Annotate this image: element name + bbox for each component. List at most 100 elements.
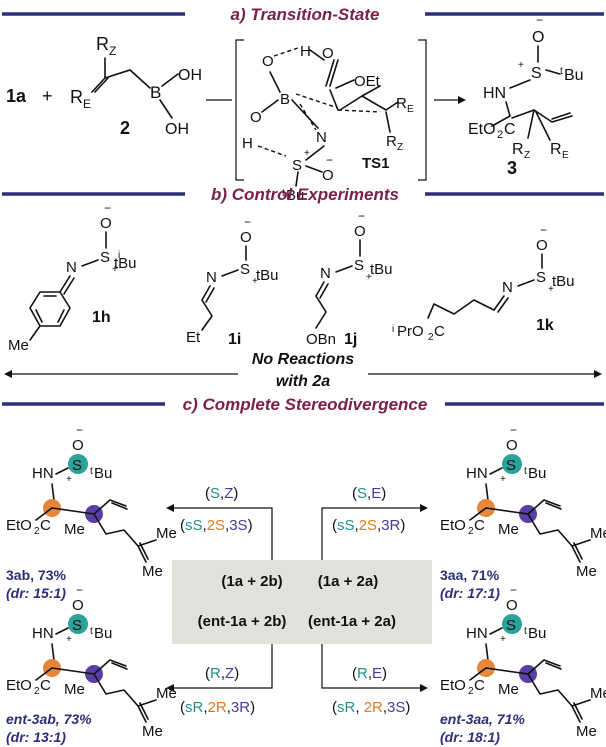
svg-text:Et: Et [186, 329, 201, 346]
svg-text:O: O [536, 237, 548, 254]
svg-text:C: C [434, 323, 445, 340]
svg-text:B: B [280, 91, 290, 108]
with-2a-text: with 2a [276, 373, 330, 390]
rz-group: R [96, 34, 109, 54]
svg-text:+: + [518, 60, 524, 71]
reactant-2-label: 2 [120, 118, 130, 138]
svg-text:Z: Z [397, 142, 403, 153]
svg-text:(S,Z): (S,Z) [205, 485, 238, 502]
condition-top-left: (S,Z) (sS,2S,3S) [180, 485, 253, 534]
plus-sign: + [42, 86, 53, 106]
arrow-top-left [174, 507, 273, 560]
header-b-title: b) Control Experiments [211, 185, 399, 204]
oh-bottom: OH [165, 121, 189, 138]
svg-text:O: O [100, 215, 112, 232]
svg-text:N: N [502, 279, 513, 296]
svg-text:R: R [550, 141, 562, 158]
svg-text:−: − [104, 201, 111, 215]
product-3-label: 3 [507, 158, 517, 178]
compound-1i-label: 1i [228, 331, 241, 348]
svg-text:H: H [242, 135, 253, 152]
svg-text:+: + [112, 264, 118, 275]
svg-text:N: N [206, 269, 217, 286]
box-top-left: (1a + 2b) [221, 573, 282, 590]
svg-text:+: + [252, 276, 258, 287]
svg-text:(sS,2S,3R): (sS,2S,3R) [332, 517, 405, 534]
product-3aa-dr: (dr: 17:1) [440, 585, 500, 601]
svg-text:−: − [358, 209, 365, 223]
product-3ab-name: 3ab, 73% [6, 567, 66, 583]
svg-text:−: − [326, 153, 333, 167]
svg-text:E: E [407, 104, 414, 115]
box-top-right: (1a + 2a) [318, 573, 378, 590]
box-bottom-right: (ent-1a + 2a) [308, 613, 396, 630]
svg-text:i: i [118, 250, 120, 261]
ts-bracket-left [235, 39, 244, 181]
product-3aa [439, 422, 606, 581]
product-ent-3aa-name: ent-3aa, 71% [440, 711, 525, 727]
ts1-label: TS1 [362, 155, 390, 172]
svg-text:H: H [300, 43, 311, 60]
svg-text:tBu: tBu [552, 273, 575, 290]
substrate-combination-box [172, 560, 432, 644]
svg-text:Bu: Bu [286, 187, 304, 204]
svg-text:+: + [366, 272, 372, 283]
compound-1k: − O S + tBu N i PrO 2 C 1k [392, 223, 575, 343]
no-reactions-text: No Reactions [252, 351, 354, 368]
svg-text:R: R [386, 133, 397, 150]
svg-text:−: − [540, 223, 547, 237]
compound-1j: − O S + tBu N OBn 1j [306, 209, 393, 348]
svg-text:O: O [250, 109, 262, 126]
svg-text:OEt: OEt [354, 73, 381, 90]
reactant-1a-label: 1a [6, 86, 27, 106]
svg-text:−: − [536, 13, 543, 27]
svg-text:O: O [240, 229, 252, 246]
svg-text:tBu: tBu [370, 261, 393, 278]
svg-text:(R,E): (R,E) [352, 665, 387, 682]
product-ent-3aa-dr: (dr: 18:1) [440, 729, 500, 745]
svg-text:OBn: OBn [306, 331, 336, 348]
condition-bottom-left: (R,Z) (sR,2R,3R) [180, 665, 255, 716]
svg-text:(S,E): (S,E) [352, 485, 386, 502]
compound-1h: − O S + i tBu N Me 1h [8, 201, 137, 354]
header-a-title: a) Transition-State [231, 5, 380, 24]
arrow-top-right [321, 507, 420, 560]
box-bottom-left: (ent-1a + 2b) [198, 613, 287, 630]
svg-text:2: 2 [428, 332, 434, 343]
compound-1i: − O S + tBu N Et 1i [186, 215, 279, 348]
compound-1j-label: 1j [344, 331, 357, 348]
svg-text:N: N [66, 259, 77, 276]
svg-text:t: t [282, 188, 285, 199]
svg-text:t: t [560, 66, 563, 77]
svg-text:(sR, 2R,3S): (sR, 2R,3S) [332, 699, 410, 716]
svg-text:EtO: EtO [468, 121, 496, 138]
arrow-bottom-left [174, 644, 273, 689]
product-3aa-name: 3aa, 71% [440, 567, 500, 583]
svg-text:O: O [322, 167, 334, 184]
svg-text:O: O [322, 45, 334, 62]
svg-text:tBu: tBu [114, 255, 137, 272]
allylboronic-acid-2: R Z R E B OH OH 2 [70, 34, 202, 138]
svg-text:E: E [562, 150, 569, 161]
svg-text:PrO: PrO [397, 323, 424, 340]
svg-text:HN: HN [483, 85, 506, 102]
svg-text:O: O [262, 53, 274, 70]
oh-top: OH [178, 67, 202, 84]
svg-text:tBu: tBu [256, 267, 279, 284]
svg-text:S: S [292, 157, 302, 174]
svg-text:O: O [532, 29, 544, 46]
svg-text:S: S [354, 257, 364, 274]
svg-text:(sS,2S,3S): (sS,2S,3S) [180, 517, 253, 534]
svg-text:S: S [536, 269, 546, 286]
re-subscript: E [83, 97, 91, 111]
condition-top-right: (S,E) (sS,2S,3R) [332, 485, 405, 534]
svg-text:S: S [100, 249, 110, 266]
svg-text:R: R [512, 141, 524, 158]
svg-text:N: N [320, 265, 331, 282]
arrow-head-product [458, 96, 466, 104]
transition-state-ts1: O H B O H N O OEt R E R Z S + O − t Bu [242, 43, 414, 204]
svg-text:Bu: Bu [564, 67, 584, 84]
product-ent-3ab-name: ent-3ab, 73% [6, 711, 92, 727]
condition-bottom-right: (R,E) (sR, 2R,3S) [332, 665, 410, 716]
